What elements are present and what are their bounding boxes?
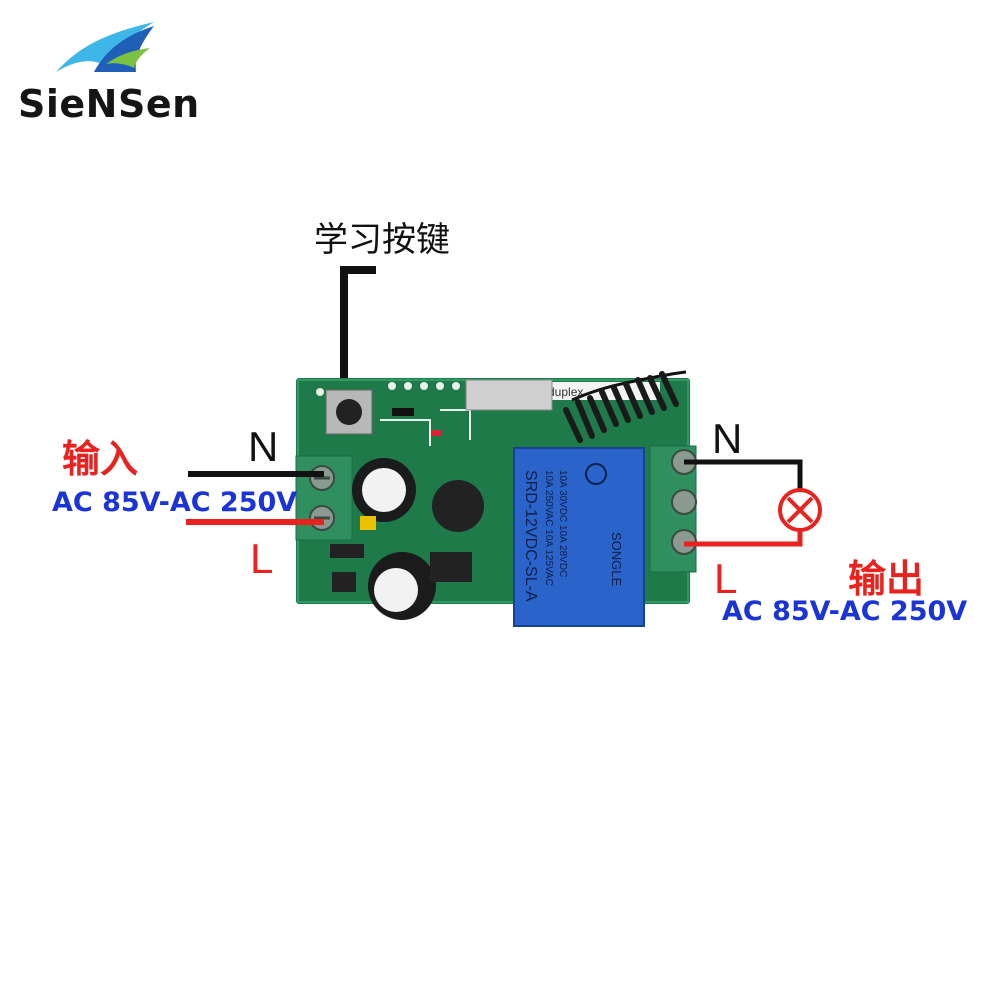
- svg-text:10A 250VAC 10A 125VAC: 10A 250VAC 10A 125VAC: [543, 470, 554, 586]
- capacitor-bottom: [368, 552, 436, 620]
- crystal-shield: [465, 379, 553, 411]
- learn-key-pointer: [340, 266, 376, 378]
- output-neutral-label: N: [712, 415, 743, 462]
- brand-name: SieNSen: [18, 82, 200, 126]
- output-neutral-wire: [684, 459, 803, 490]
- svg-text:SONGLE: SONGLE: [609, 532, 624, 587]
- input-terminal-block: [295, 455, 353, 541]
- coil-antenna-icon: [563, 370, 687, 443]
- lamp-load-icon: [778, 488, 822, 532]
- ic-chip: [430, 552, 472, 582]
- input-label: 输入: [62, 437, 139, 481]
- learn-key-label: 学习按键: [314, 220, 450, 260]
- input-live-label: L: [250, 535, 274, 582]
- inductor: [432, 480, 484, 532]
- smd-part: [332, 572, 356, 592]
- svg-text:10A 30VDC 10A 28VDC: 10A 30VDC 10A 28VDC: [557, 470, 568, 577]
- svg-text:SRD-12VDC-SL-A: SRD-12VDC-SL-A: [522, 470, 539, 602]
- learn-push-button-icon: [325, 389, 373, 435]
- wave-logo-icon: [56, 22, 154, 72]
- svg-text:duplex: duplex: [548, 385, 583, 399]
- input-neutral-label: N: [248, 423, 279, 470]
- capacitor-top: [352, 458, 416, 530]
- smd-part: [330, 544, 364, 558]
- output-live-wire: [684, 530, 803, 547]
- output-terminal-block: [649, 445, 697, 573]
- output-label: 输出: [848, 557, 925, 601]
- relay-module-icon: SONGLE SRD-12VDC-SL-A 10A 250VAC 10A 125…: [513, 447, 645, 627]
- output-voltage-range: AC 85V-AC 250V: [722, 596, 968, 627]
- input-voltage-range: AC 85V-AC 250V: [52, 487, 298, 518]
- output-live-label: L: [714, 555, 738, 602]
